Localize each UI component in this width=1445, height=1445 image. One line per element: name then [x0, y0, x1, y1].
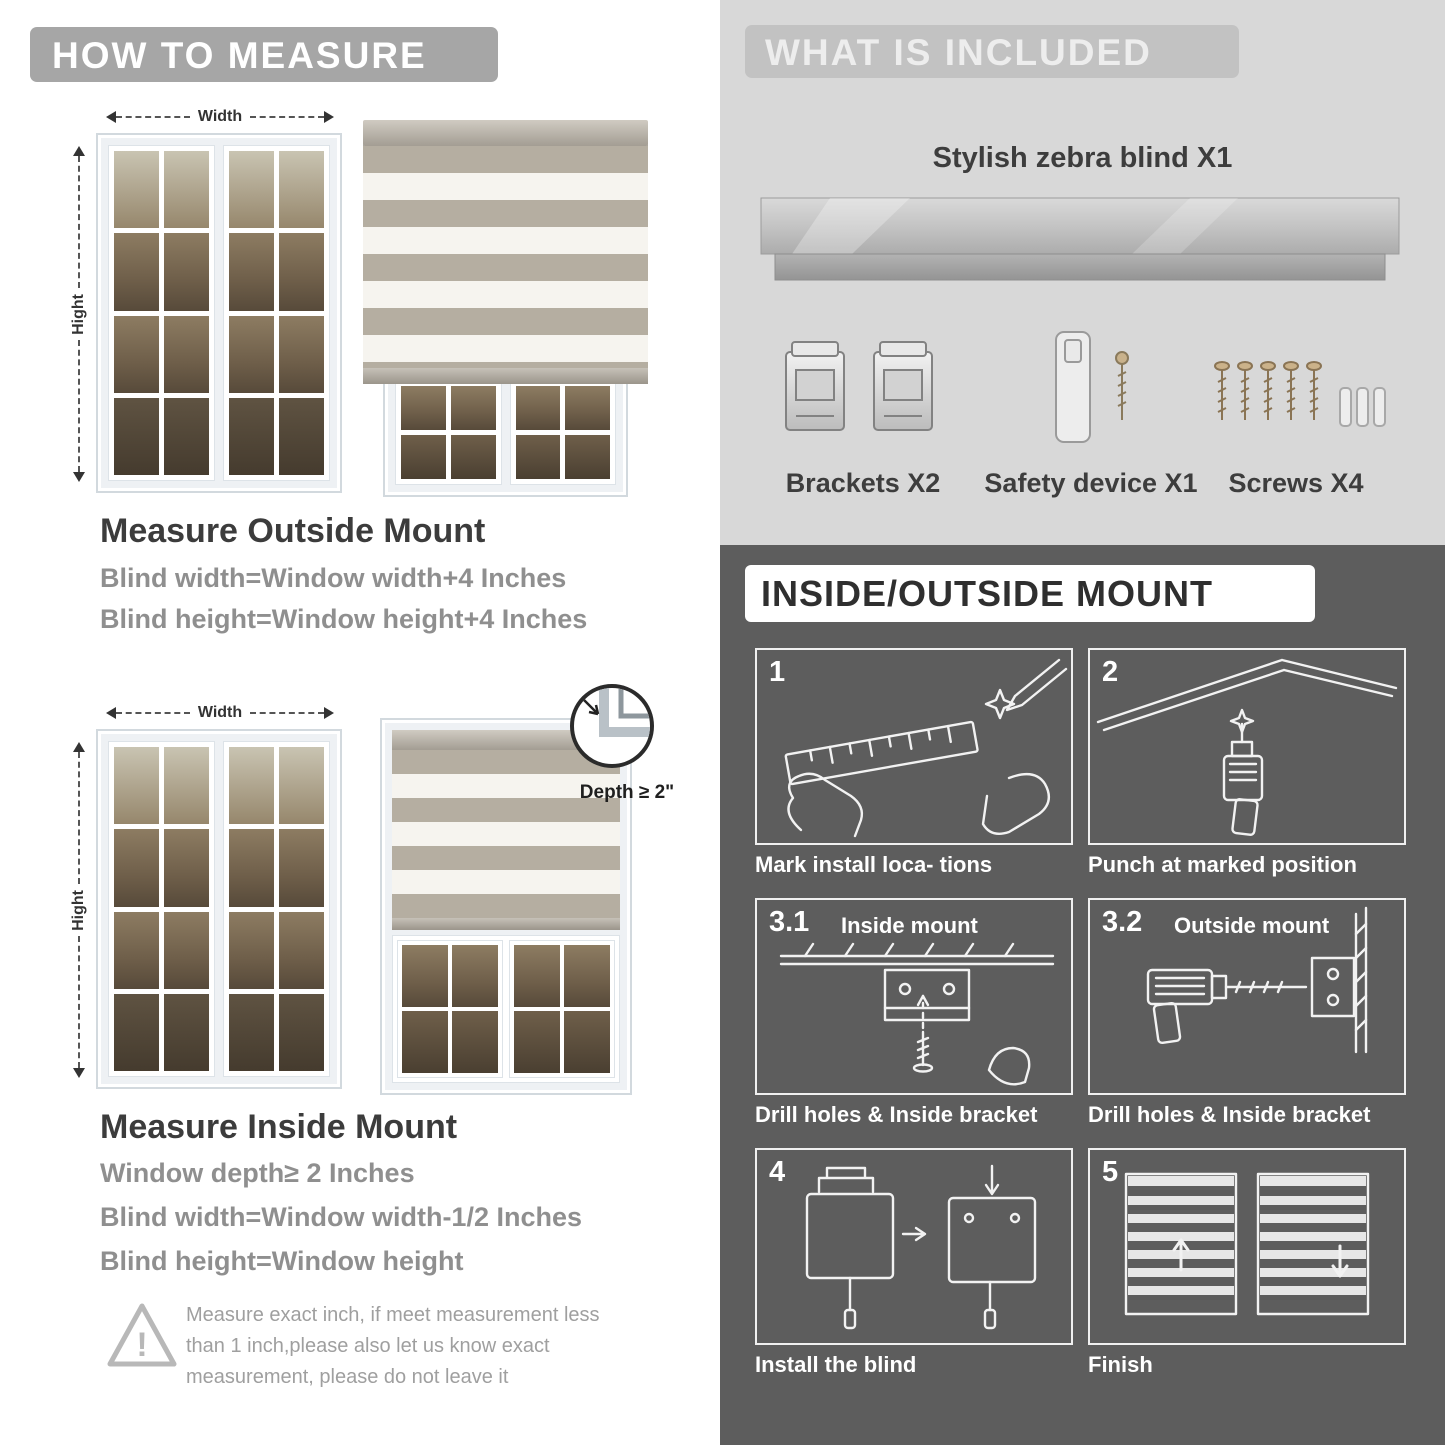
svg-text:!: ! — [136, 1326, 147, 1364]
mark-location-illustration — [784, 658, 1068, 838]
depth-label: Depth ≥ 2" — [579, 782, 675, 803]
width-label: Width — [197, 108, 243, 125]
frame-corner-icon — [583, 688, 650, 737]
blind-bottomrail — [392, 918, 620, 930]
outside-bracket-illustration — [1146, 906, 1368, 1054]
anchors-icon — [1339, 387, 1386, 427]
what-is-included-header: WHAT IS INCLUDED — [745, 25, 1239, 78]
step-caption: Drill holes & Inside bracket — [755, 1102, 1038, 1127]
step-number: 5 — [1102, 1156, 1119, 1188]
step-caption: Drill holes & Inside bracket — [1088, 1102, 1371, 1127]
height-arrow: Hight — [70, 736, 88, 1084]
outside-mount-line: Blind height=Window height+4 Inches — [100, 604, 588, 634]
step-panel-3-2: 3.2 Outside mount — [1088, 898, 1406, 1095]
product-title: Stylish zebra blind X1 — [932, 142, 1233, 174]
step-label: Inside mount — [841, 913, 978, 938]
window-sash — [223, 145, 330, 481]
outside-mount-blind-figure — [363, 120, 648, 497]
brackets-label: Brackets X2 — [785, 468, 941, 498]
step-caption: Mark install loca- tions — [755, 852, 993, 877]
inside-mount-line: Blind width=Window width-1/2 Inches — [100, 1202, 583, 1232]
arrow-left-icon — [100, 111, 116, 123]
step-number: 4 — [769, 1156, 786, 1188]
inside-mount-line: Blind height=Window height — [100, 1246, 464, 1276]
step-panel-5: 5 — [1088, 1148, 1406, 1345]
blind-bottomrail — [363, 368, 648, 384]
step-panel-2: 2 — [1088, 648, 1406, 845]
height-label: Hight — [70, 293, 87, 335]
blind-headrail — [392, 730, 620, 750]
window-behind-blind — [392, 935, 620, 1083]
step-panel-1: 1 — [755, 648, 1073, 845]
finish-illustration — [1124, 1172, 1370, 1316]
arrow-up-icon — [73, 140, 85, 156]
brackets-icon — [785, 341, 933, 431]
step-number: 2 — [1102, 656, 1119, 688]
step-caption: Install the blind — [755, 1352, 917, 1377]
step-label: Outside mount — [1174, 913, 1330, 938]
window-behind-blind — [383, 368, 628, 497]
step-number: 1 — [769, 656, 786, 688]
safety-device-label: Safety device X1 — [984, 468, 1198, 498]
arrow-right-icon — [324, 707, 340, 719]
inside-mount-line: Window depth≥ 2 Inches — [100, 1158, 415, 1188]
blind-headrail — [363, 120, 648, 146]
height-arrow: Hight — [70, 140, 88, 488]
step-number: 3.2 — [1102, 906, 1143, 938]
width-label: Width — [197, 704, 243, 721]
height-label: Hight — [70, 889, 87, 931]
arrow-down-icon — [73, 1068, 85, 1084]
window-illustration-2 — [96, 729, 342, 1089]
step-panel-3-1: 3.1 Inside mount — [755, 898, 1073, 1095]
measure-warning-text: Measure exact inch, if meet measurement … — [186, 1304, 600, 1388]
outside-mount-title: Measure Outside Mount — [100, 512, 486, 550]
mount-instructions-section: INSIDE/OUTSIDE MOUNT 1 2 — [720, 545, 1445, 1445]
mount-header: INSIDE/OUTSIDE MOUNT — [745, 565, 1315, 622]
window-illustration-1 — [96, 133, 342, 493]
blind-stripes — [363, 146, 648, 368]
warning-icon: ! — [102, 1296, 182, 1381]
arrow-up-icon — [73, 736, 85, 752]
safety-device-icon — [1055, 331, 1129, 443]
outside-mount-line: Blind width=Window width+4 Inches — [100, 563, 567, 593]
arrow-down-icon — [73, 472, 85, 488]
punch-position-illustration — [1096, 658, 1398, 836]
blind-stripes — [392, 750, 620, 918]
arrow-left-icon — [100, 707, 116, 719]
step-caption: Punch at marked position — [1088, 852, 1357, 877]
step-panel-4: 4 — [755, 1148, 1073, 1345]
inside-mount-title: Measure Inside Mount — [100, 1108, 458, 1146]
screws-label: Screws X4 — [1228, 468, 1364, 498]
what-is-included-section: WHAT IS INCLUDED Stylish zebra blind X1 — [720, 0, 1445, 545]
inside-bracket-illustration — [779, 942, 1055, 1086]
step-caption: Finish — [1088, 1352, 1153, 1377]
zebra-blind-headrail-icon — [760, 197, 1400, 281]
zebra-blind-illustration — [363, 120, 648, 384]
width-arrow: Width — [100, 704, 340, 722]
width-arrow: Width — [100, 108, 340, 126]
step-number: 3.1 — [769, 906, 810, 938]
how-to-measure-header: HOW TO MEASURE — [30, 27, 498, 82]
screws-icon — [1214, 361, 1386, 427]
depth-detail-magnifier — [570, 684, 654, 768]
inside-mount-blind-figure — [380, 718, 632, 1095]
install-blind-illustration — [805, 1164, 1037, 1330]
arrow-right-icon — [324, 111, 340, 123]
window-sash — [108, 145, 215, 481]
